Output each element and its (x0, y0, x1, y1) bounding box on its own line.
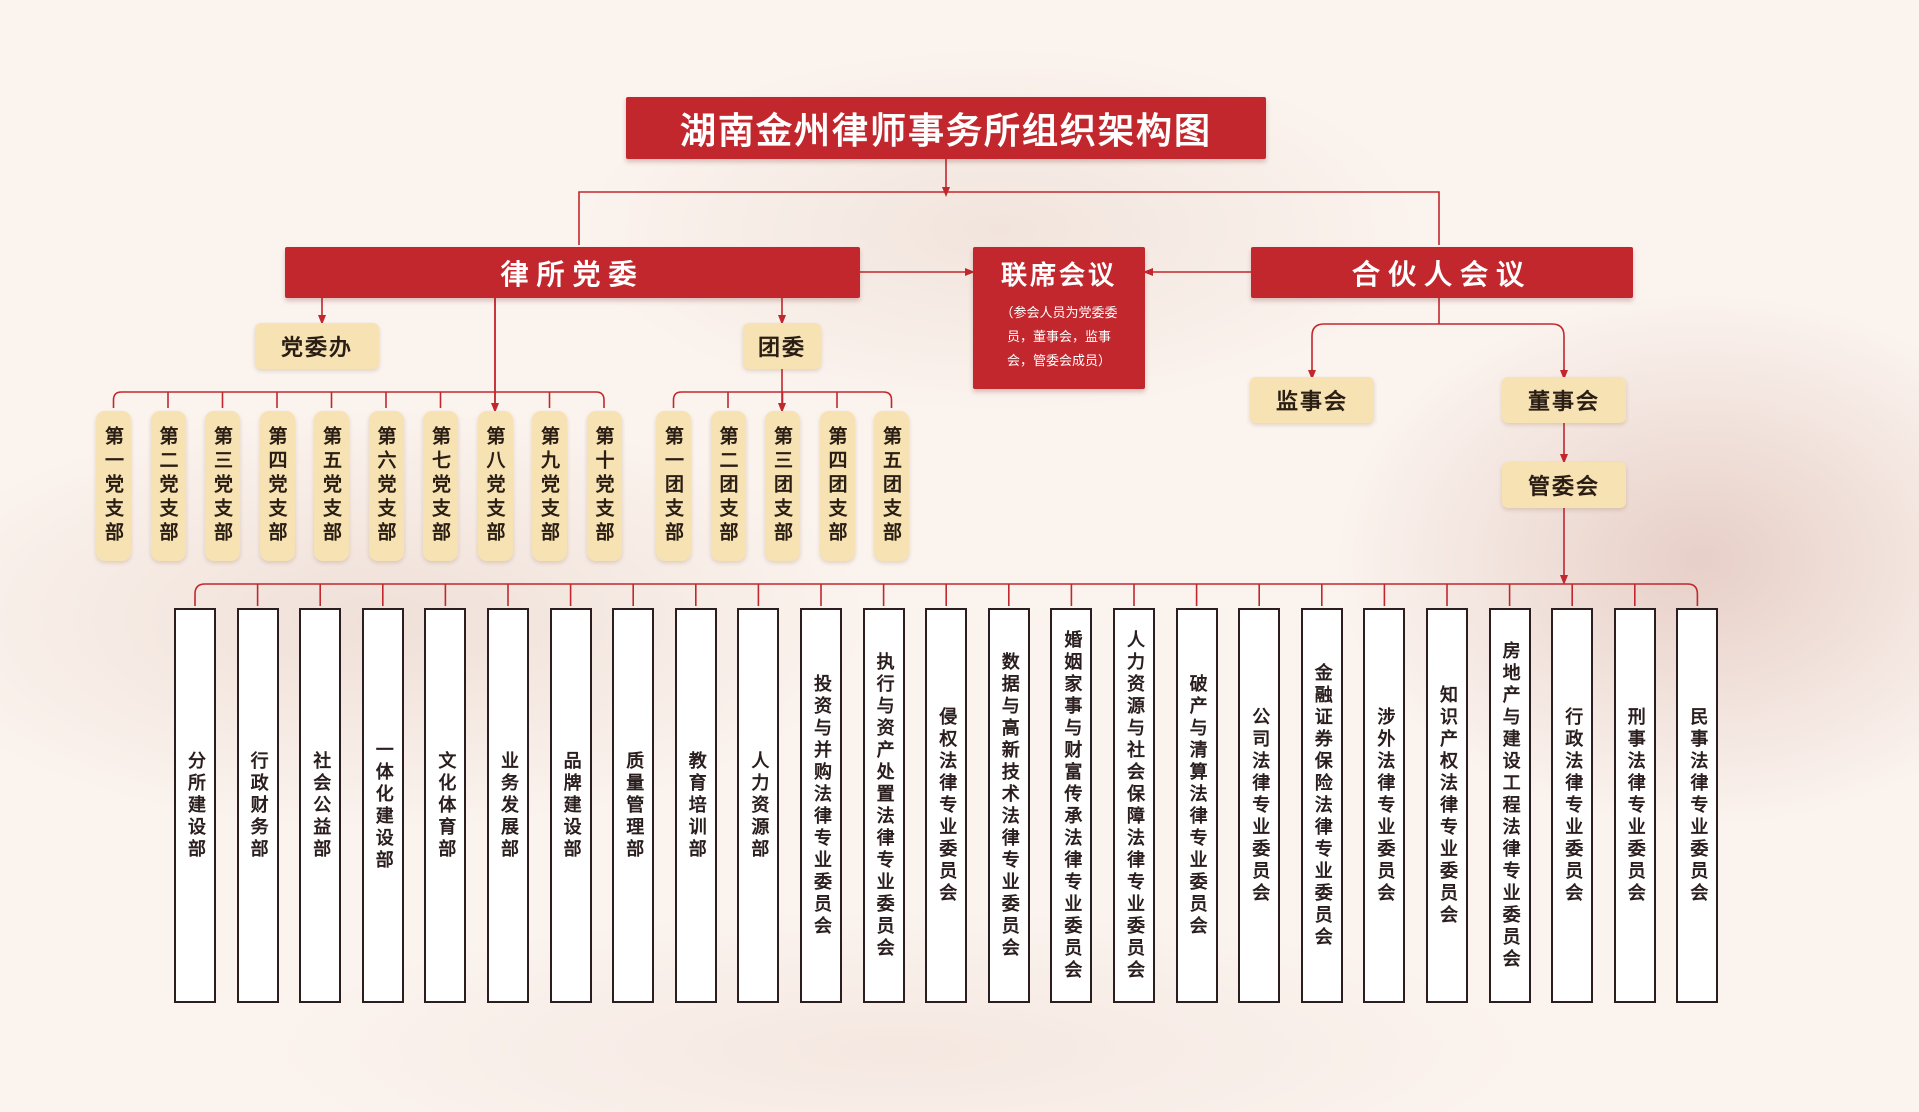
party-branch-box: 第八党支部 (477, 411, 513, 561)
department-box: 投资与并购法律专业委员会 (800, 608, 842, 1003)
youth-branch-box: 第三团支部 (765, 411, 800, 561)
department-box: 执行与资产处置法律专业委员会 (862, 608, 905, 1003)
department-box: 行政财务部 (236, 608, 279, 1003)
department-box: 房地产与建设工程法律专业委员会 (1488, 608, 1531, 1003)
party-office-box: 党委办 (255, 323, 379, 369)
party-branch-box: 第二党支部 (150, 411, 186, 561)
party-branch-box: 第四党支部 (259, 411, 295, 561)
department-box: 金融证券保险法律专业委员会 (1300, 608, 1343, 1003)
department-box: 文化体育部 (424, 608, 467, 1003)
department-box: 数据与高新技术法律专业委员会 (987, 608, 1030, 1003)
department-box: 一体化建设部 (361, 608, 404, 1003)
department-box: 教育培训部 (674, 608, 717, 1003)
department-box: 品牌建设部 (549, 608, 592, 1003)
connector-line (578, 191, 1440, 245)
joint-meeting-note-line: 会，管委会成员） (1006, 354, 1111, 369)
board-of-directors-box: 董事会 (1502, 377, 1626, 423)
supervisory-board-box: 监事会 (1250, 377, 1374, 423)
department-box: 社会公益部 (299, 608, 342, 1003)
department-box: 行政法律专业委员会 (1551, 608, 1594, 1003)
department-box: 刑事法律专业委员会 (1613, 608, 1656, 1003)
joint-meeting-note-line: （参会人员为党委委 (1000, 306, 1118, 321)
youth-branch-box: 第四团支部 (819, 411, 855, 561)
connector-line (1311, 323, 1565, 374)
chart-title: 湖南金州律师事务所组织架构图 (626, 97, 1266, 159)
party-branch-box: 第九党支部 (532, 411, 567, 561)
department-box: 公司法律专业委员会 (1238, 608, 1281, 1003)
department-box: 业务发展部 (487, 608, 529, 1003)
youth-branch-box: 第五团支部 (874, 411, 909, 561)
party-branch-box: 第六党支部 (368, 411, 404, 561)
department-box: 婚姻家事与财富传承法律专业委员会 (1050, 608, 1093, 1003)
joint-meeting-note-line: 员，董事会，监事 (1006, 330, 1111, 345)
party-branch-box: 第三党支部 (205, 411, 240, 561)
party-branch-box: 第十党支部 (586, 411, 622, 561)
department-box: 知识产权法律专业委员会 (1426, 608, 1468, 1003)
department-box: 民事法律专业委员会 (1676, 608, 1719, 1003)
connector-line (112, 391, 605, 408)
party-committee-box: 律所党委 (285, 247, 860, 298)
joint-meeting-note: （参会人员为党委委 员，董事会，监事 会，管委会成员） (989, 302, 1129, 374)
youth-branch-box: 第一团支部 (656, 411, 691, 561)
department-box: 质量管理部 (612, 608, 655, 1003)
joint-meeting-box: 联席会议 （参会人员为党委委 员，董事会，监事 会，管委会成员） (973, 247, 1145, 389)
party-branch-box: 第七党支部 (423, 411, 458, 561)
department-box: 涉外法律专业委员会 (1363, 608, 1406, 1003)
youth-committee-box: 团委 (743, 323, 821, 369)
department-box: 人力资源与社会保障法律专业委员会 (1113, 608, 1155, 1003)
department-box: 破产与清算法律专业委员会 (1175, 608, 1218, 1003)
management-committee-box: 管委会 (1502, 462, 1626, 508)
department-box: 侵权法律专业委员会 (925, 608, 968, 1003)
party-branch-box: 第一党支部 (96, 411, 131, 561)
party-branch-box: 第五党支部 (314, 411, 349, 561)
youth-branch-box: 第二团支部 (710, 411, 746, 561)
department-box: 分所建设部 (174, 608, 216, 1003)
department-box: 人力资源部 (737, 608, 780, 1003)
partners-meeting-box: 合伙人会议 (1251, 247, 1633, 298)
joint-meeting-title: 联席会议 (1000, 261, 1117, 291)
